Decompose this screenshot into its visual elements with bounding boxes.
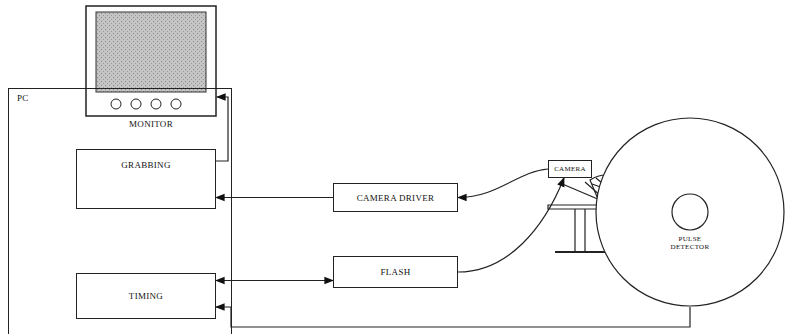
node-label: CAMERA DRIVER	[357, 193, 435, 203]
signal-connector	[458, 169, 548, 198]
node-label: MONITOR	[85, 119, 217, 129]
node-label: FLASH	[380, 267, 410, 277]
node-label: PC	[17, 93, 29, 103]
signal-connector	[216, 307, 690, 327]
signal-connector	[216, 97, 228, 161]
grabbing-box: GRABBING	[76, 149, 216, 209]
monitor: MONITOR	[85, 5, 217, 135]
disk-outline	[595, 117, 785, 307]
camera-driver-box: CAMERA DRIVER	[333, 183, 458, 212]
timing-box: TIMING	[76, 273, 216, 319]
signal-connector	[458, 178, 564, 272]
node-label: TIMING	[129, 291, 163, 301]
monitor-outline	[85, 5, 217, 135]
node-label: CAMERA	[554, 165, 586, 173]
signal-connector	[216, 280, 333, 281]
flash-box: FLASH	[333, 256, 458, 288]
signal-connector	[216, 197, 333, 198]
camera-body: CAMERA	[548, 160, 592, 178]
node-label: PULSE DETECTOR	[665, 235, 715, 251]
node-label: GRABBING	[121, 160, 170, 170]
pulse-detector-disk: PULSE DETECTOR	[595, 117, 785, 307]
pc-housing: PC GRABBING TIMING	[8, 88, 232, 334]
